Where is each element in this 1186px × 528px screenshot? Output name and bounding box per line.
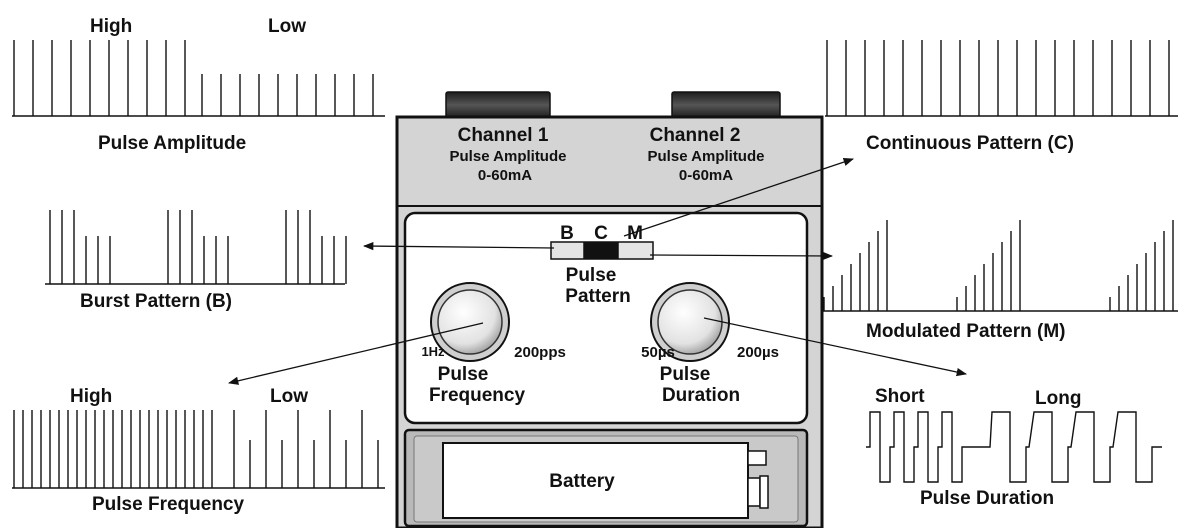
annotation-arrows	[227, 158, 968, 385]
pulse-duration-caption: Pulse Duration	[920, 488, 1054, 509]
arrow-to-burst	[362, 241, 555, 251]
continuous-pattern-waveform	[825, 40, 1178, 117]
battery	[442, 442, 769, 519]
channel1-title: Channel 1	[458, 125, 549, 146]
square-wave	[866, 411, 1162, 483]
channel1-range: 0-60mA	[478, 167, 532, 184]
channel2-title: Channel 2	[650, 125, 741, 146]
burst-pattern-caption: Burst Pattern (B)	[80, 291, 232, 312]
knob-duration-min: 50µs	[641, 344, 675, 361]
pulse-pattern-label-2: Pattern	[565, 286, 630, 307]
knob-frequency-min: 1Hz	[421, 344, 445, 359]
modulated-pattern-waveform	[822, 220, 1178, 312]
channel2-connector	[671, 91, 781, 119]
frequency-label-1: Pulse	[438, 364, 489, 385]
channel1-connector	[445, 91, 551, 119]
pulse-frequency-caption: Pulse Frequency	[92, 494, 244, 515]
battery-label: Battery	[549, 471, 615, 492]
duration-label-1: Pulse	[660, 364, 711, 385]
channel2-range: 0-60mA	[679, 167, 733, 184]
duration-label-2: Duration	[662, 385, 740, 406]
channel1-amplitude: Pulse Amplitude	[450, 148, 567, 165]
switch-b-label: B	[560, 223, 574, 244]
switch-m-label: M	[627, 223, 643, 244]
duration-short-label: Short	[875, 386, 925, 407]
pulse-frequency-knob[interactable]	[430, 282, 510, 362]
amp-low-label: Low	[268, 16, 306, 37]
duration-long-label: Long	[1035, 388, 1081, 409]
pulse-amplitude-caption: Pulse Amplitude	[98, 133, 246, 154]
channel2-amplitude: Pulse Amplitude	[648, 148, 765, 165]
pulse-frequency-waveform	[12, 410, 385, 489]
tens-device: Channel 1 Pulse Amplitude 0-60mA Channel…	[395, 91, 824, 528]
arrow-to-frequency	[227, 322, 484, 385]
modulated-pattern-caption: Modulated Pattern (M)	[866, 321, 1066, 342]
amp-high-label: High	[90, 16, 132, 37]
pulse-duration-waveform	[866, 411, 1162, 483]
knob-duration-max: 200µs	[737, 344, 779, 361]
arrow-to-modulated	[649, 251, 834, 261]
knob-frequency-max: 200pps	[514, 344, 566, 361]
burst-pattern-waveform	[45, 210, 347, 285]
frequency-label-2: Frequency	[429, 385, 526, 406]
pattern-switch[interactable]	[550, 241, 654, 260]
pulse-amplitude-waveform	[12, 40, 385, 117]
arrow-to-continuous	[623, 158, 854, 237]
freq-low-label: Low	[270, 386, 308, 407]
freq-high-label: High	[70, 386, 112, 407]
control-panel	[403, 211, 809, 425]
arrow-to-duration	[703, 317, 968, 377]
continuous-pattern-caption: Continuous Pattern (C)	[866, 133, 1074, 154]
pulse-pattern-label-1: Pulse	[566, 265, 617, 286]
pulse-duration-knob[interactable]	[650, 282, 730, 362]
switch-c-label: C	[594, 223, 608, 244]
